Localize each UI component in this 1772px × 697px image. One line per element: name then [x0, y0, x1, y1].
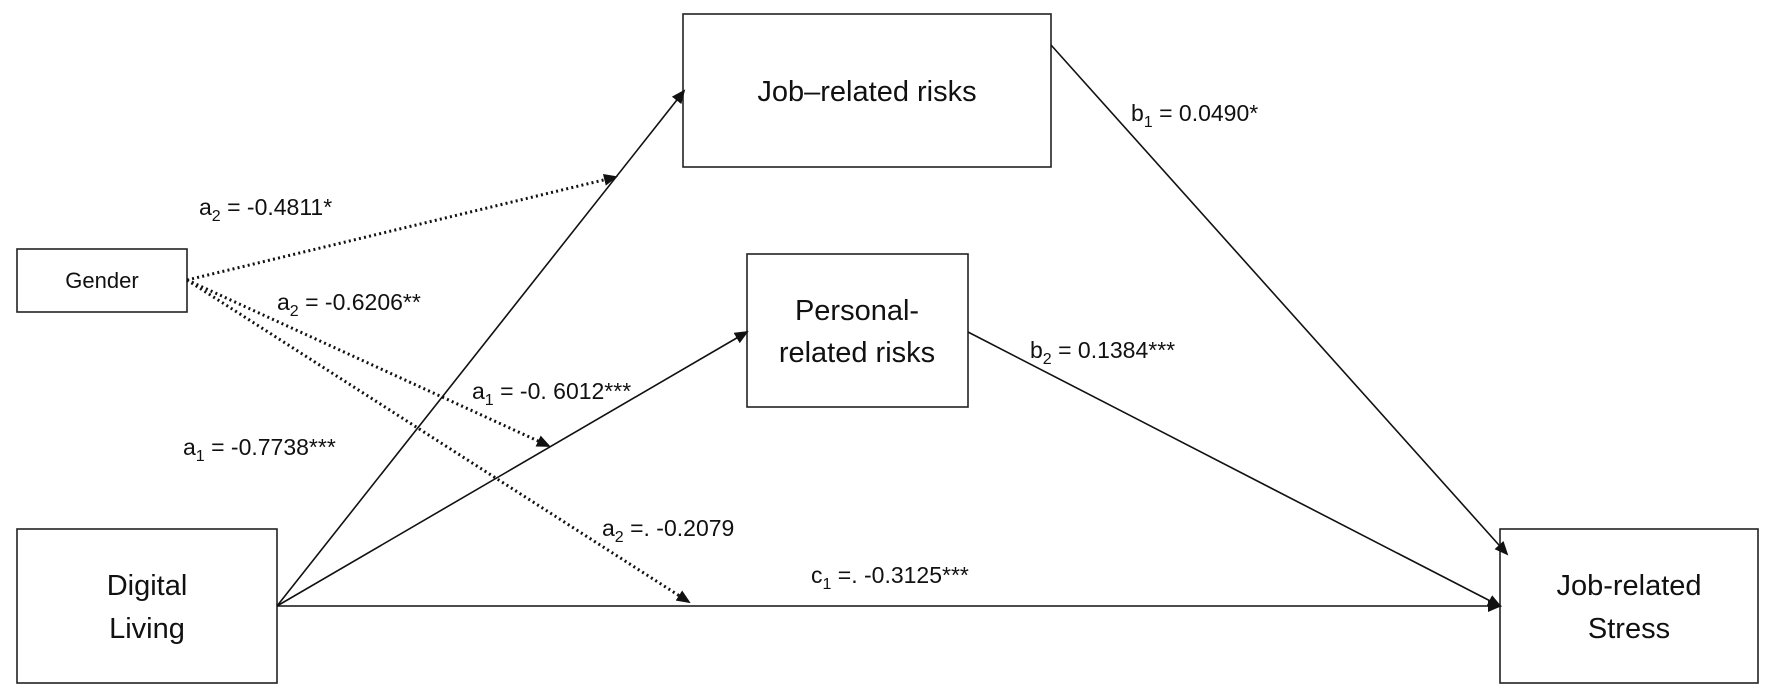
node-job-related-risks: Job–related risks — [682, 13, 1052, 168]
coef-b1: b1 = 0.0490* — [1131, 100, 1258, 131]
node-label-line1: Job-related — [1556, 570, 1701, 602]
path-a2-gender-to-personal — [186, 278, 551, 448]
node-label-line2: Living — [109, 613, 185, 645]
coef-a2-direct: a2 =. -0.2079 — [602, 515, 734, 546]
node-label-line1: Personal- — [795, 295, 919, 327]
path-a1-to-personal-risks — [276, 330, 749, 607]
coef-b2: b2 = 0.1384*** — [1030, 337, 1175, 368]
path-a2-gender-to-direct — [186, 278, 691, 604]
node-label-line1: Digital — [107, 570, 188, 602]
node-digital-living: Digital Living — [16, 528, 278, 684]
coef-a1-personal: a1 = -0. 6012*** — [472, 378, 631, 409]
node-label-line2: related risks — [779, 337, 935, 369]
path-b2 — [967, 331, 1502, 607]
coef-a1-job: a1 = -0.7738*** — [183, 434, 336, 465]
node-gender: Gender — [16, 248, 188, 313]
coef-c1: c1 =. -0.3125*** — [811, 562, 969, 593]
coef-a2-job: a2 = -0.4811* — [199, 194, 332, 225]
node-label: Job–related risks — [757, 76, 976, 108]
coef-a2-personal: a2 = -0.6206** — [277, 289, 421, 320]
node-label-line2: Stress — [1588, 613, 1670, 645]
node-job-related-stress: Job-related Stress — [1499, 528, 1759, 684]
path-a2-gender-to-job — [186, 173, 618, 282]
node-personal-related-risks: Personal- related risks — [746, 253, 969, 408]
path-b1 — [1050, 44, 1509, 556]
node-label: Gender — [65, 268, 138, 293]
